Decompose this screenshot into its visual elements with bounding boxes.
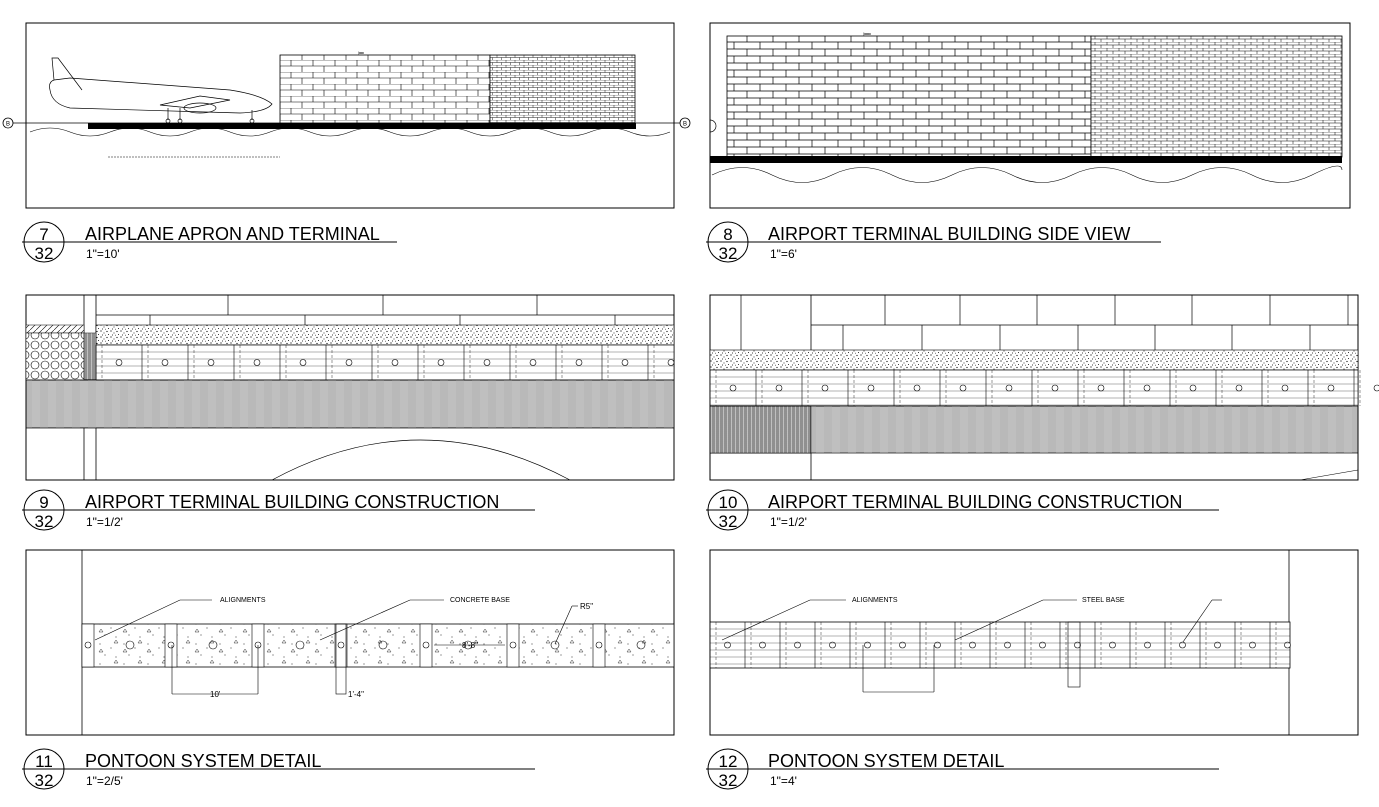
detail-number: 7 — [39, 225, 48, 244]
detail-scale: 1"=1/2' — [770, 515, 807, 529]
detail-scale: 1"=4' — [770, 774, 797, 788]
detail-scale: 1"=2/5' — [86, 774, 123, 788]
steel-frame — [709, 622, 1291, 668]
detail-9-drawing — [25, 294, 675, 481]
detail-12-label: 12 32 PONTOON SYSTEM DETAIL 1"=4' — [706, 748, 1219, 790]
apron-slab — [88, 123, 636, 129]
detail-11-drawing: ALIGNMENTS CONCRETE BASE R5" 10' 1'-4" 8… — [25, 549, 675, 736]
alignments-label: ALIGNMENTS — [220, 597, 266, 604]
detail-number: 9 — [39, 493, 48, 512]
length-dimension: 8'-8" — [462, 641, 478, 650]
detail-12-drawing: ALIGNMENTS STEEL BASE — [709, 549, 1359, 736]
detail-number: 12 — [719, 752, 738, 771]
detail-9-label: 9 32 AIRPORT TERMINAL BUILDING CONSTRUCT… — [22, 489, 535, 531]
sheet-number: 32 — [35, 512, 54, 531]
terminal-glass-wall — [489, 54, 636, 124]
airplane-icon — [49, 57, 273, 124]
svg-text:B: B — [6, 122, 10, 128]
section-marker-left: B — [2, 117, 14, 129]
spacing-dimension: 10' — [210, 690, 221, 699]
detail-10-label: 10 32 AIRPORT TERMINAL BUILDING CONSTRUC… — [706, 489, 1219, 531]
radius-label: R5" — [580, 602, 593, 611]
detail-title: PONTOON SYSTEM DETAIL — [768, 751, 1004, 771]
detail-scale: 1"=10' — [86, 247, 120, 261]
sheet-number: 32 — [35, 771, 54, 790]
alignments-label: ALIGNMENTS — [852, 597, 898, 604]
detail-number: 11 — [35, 752, 53, 771]
detail-11-label: 11 32 PONTOON SYSTEM DETAIL 1"=2/5' — [22, 748, 535, 790]
detail-number: 8 — [723, 225, 732, 244]
pontoon-cells — [95, 345, 675, 380]
svg-text:B: B — [683, 122, 687, 128]
detail-8-drawing — [709, 22, 1351, 209]
detail-7-label: 7 32 AIRPLANE APRON AND TERMINAL 1"=10' — [22, 221, 397, 263]
detail-7-drawing: B B — [2, 22, 691, 209]
terminal-brick-wall — [279, 54, 491, 124]
pontoon-cells — [709, 370, 1379, 406]
steel-base-label: STEEL BASE — [1082, 597, 1125, 604]
detail-number: 10 — [719, 493, 738, 512]
sheet-number: 32 — [719, 244, 738, 263]
detail-scale: 1"=6' — [770, 247, 797, 261]
detail-title: PONTOON SYSTEM DETAIL — [85, 751, 321, 771]
detail-scale: 1"=1/2' — [86, 515, 123, 529]
sheet-number: 32 — [35, 244, 54, 263]
depth-dimension: 1'-4" — [348, 690, 364, 699]
sheet-number: 32 — [719, 771, 738, 790]
detail-title: AIRPORT TERMINAL BUILDING SIDE VIEW — [768, 224, 1130, 244]
sheet-number: 32 — [719, 512, 738, 531]
detail-title: AIRPORT TERMINAL BUILDING CONSTRUCTION — [85, 492, 499, 512]
detail-title: AIRPLANE APRON AND TERMINAL — [85, 224, 380, 244]
pontoon-ribs — [81, 623, 646, 668]
detail-title: AIRPORT TERMINAL BUILDING CONSTRUCTION — [768, 492, 1182, 512]
concrete-base-label: CONCRETE BASE — [450, 597, 510, 604]
detail-10-drawing — [709, 294, 1379, 481]
detail-8-label: 8 32 AIRPORT TERMINAL BUILDING SIDE VIEW… — [706, 221, 1161, 263]
section-marker-right: B — [679, 117, 691, 129]
